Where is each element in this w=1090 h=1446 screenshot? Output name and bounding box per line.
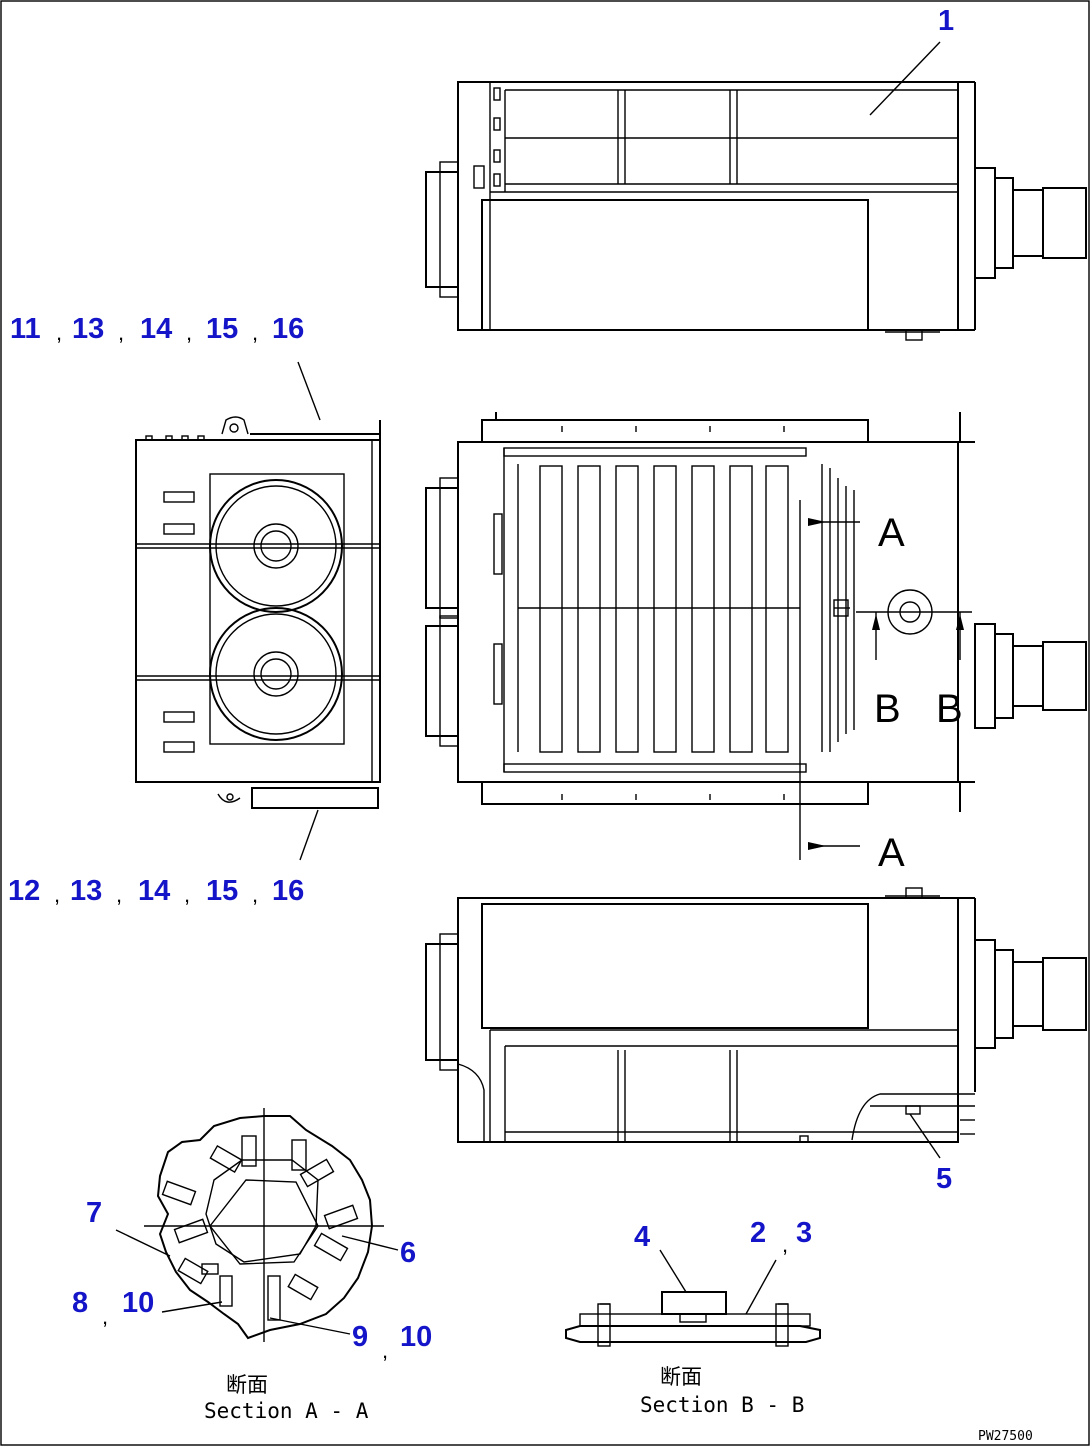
svg-text:,: , — [252, 320, 258, 345]
callout-13-bottom: 13 — [70, 875, 102, 907]
svg-text:,: , — [184, 882, 190, 907]
section-mark-a-top: A — [878, 511, 905, 555]
callout-7: 7 — [86, 1197, 102, 1229]
svg-text:,: , — [782, 1232, 788, 1257]
section-mark-b-right: B — [936, 687, 963, 731]
section-mark-b-left: B — [874, 687, 901, 731]
caption-bb-jp: 断面 — [660, 1365, 702, 1389]
callout-12: 12 — [8, 875, 40, 907]
top-view — [425, 41, 1087, 341]
callout-6: 6 — [400, 1237, 416, 1269]
callout-16-top: 16 — [272, 313, 304, 345]
callout-15-bottom: 15 — [206, 875, 238, 907]
callout-11: 11 — [10, 313, 41, 345]
callout-14-bottom: 14 — [138, 875, 170, 907]
svg-text:,: , — [382, 1338, 388, 1363]
callout-9: 9 — [352, 1321, 368, 1353]
svg-text:,: , — [102, 1304, 108, 1329]
svg-text:,: , — [54, 882, 60, 907]
svg-text:,: , — [56, 320, 62, 345]
callout-13-top: 13 — [72, 313, 104, 345]
callout-1: 1 — [938, 5, 954, 37]
section-a-a — [115, 1108, 399, 1342]
callout-4: 4 — [634, 1221, 650, 1253]
callout-8: 8 — [72, 1287, 88, 1319]
svg-text:,: , — [118, 320, 124, 345]
svg-text:,: , — [116, 882, 122, 907]
svg-text:,: , — [186, 320, 192, 345]
callout-10-right: 10 — [400, 1321, 432, 1353]
callout-2: 2 — [750, 1217, 766, 1249]
callout-10-left: 10 — [122, 1287, 154, 1319]
plan-view — [425, 412, 1087, 860]
section-mark-a-bottom: A — [878, 831, 905, 875]
callout-14-top: 14 — [140, 313, 172, 345]
callout-15-top: 15 — [206, 313, 238, 345]
callout-5: 5 — [936, 1163, 952, 1195]
drawing-code: PW27500 — [978, 1429, 1033, 1444]
section-b-b — [565, 1249, 821, 1347]
callout-3: 3 — [796, 1217, 812, 1249]
caption-aa-en: Section A - A — [204, 1399, 369, 1423]
caption-bb-en: Section B - B — [640, 1393, 804, 1417]
callout-16-bottom: 16 — [272, 875, 304, 907]
end-view — [135, 361, 381, 861]
svg-text:,: , — [252, 882, 258, 907]
caption-aa-jp: 断面 — [226, 1373, 268, 1397]
bottom-view — [425, 887, 1087, 1159]
